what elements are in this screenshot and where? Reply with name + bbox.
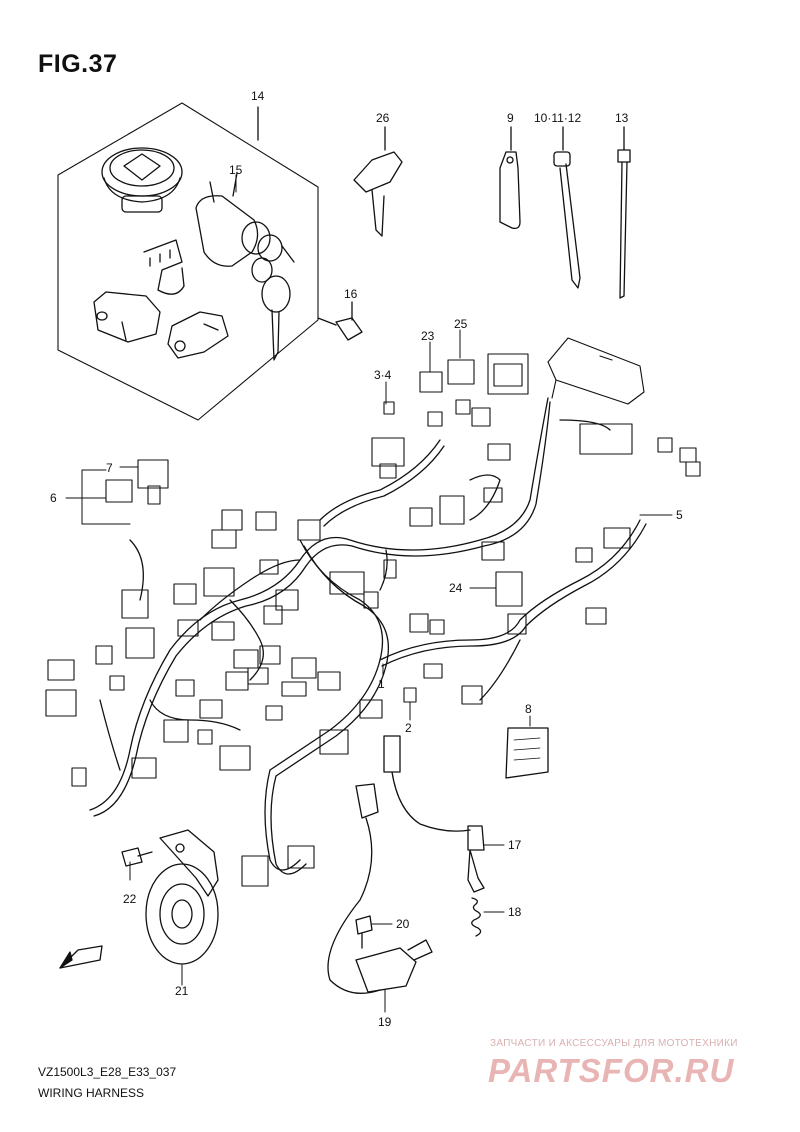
lock-bracket [143,239,185,295]
clamp-10-11-12 [553,126,581,289]
callout-6: 6 [50,491,57,505]
watermark-tagline: ЗАПЧАСТИ И АКСЕССУАРЫ ДЛЯ МОТОТЕХНИКИ [490,1038,738,1049]
harness-connectors [45,337,701,887]
watermark-logo: PARTSFOR.RU [488,1052,735,1089]
callout-2: 2 [405,721,412,735]
callout-21: 21 [175,984,189,998]
callout-3-4: 3·4 [374,368,392,382]
key-blank-26 [353,126,403,237]
fuel-cap-lock [101,147,183,213]
callout-15: 15 [229,163,243,177]
callout-8: 8 [525,702,532,716]
fwd-arrow-icon [59,945,103,969]
figure-caption: WIRING HARNESS [38,1086,145,1100]
callout-26: 26 [376,111,390,125]
callout-24: 24 [449,581,463,595]
figure-title: FIG.37 [38,50,118,78]
spring-18 [471,897,482,937]
screw-16 [317,301,363,341]
seat-lock [93,291,161,343]
horn-21 [145,829,219,965]
bolt-22 [121,847,153,867]
label-sticker-8 [505,727,549,779]
callout-9: 9 [507,111,514,125]
main-harness-1 [89,397,647,875]
callout-14: 14 [251,89,265,103]
callout-10-11-12: 10·11·12 [534,111,582,125]
callout-22: 22 [123,892,137,906]
callout-17: 17 [508,838,522,852]
switch-17 [383,735,485,893]
callout-20: 20 [396,917,410,931]
callout-16: 16 [344,287,358,301]
callout-7: 7 [106,461,113,475]
callout-5: 5 [676,508,683,522]
screw-20 [355,915,373,949]
callout-1: 1 [378,677,385,691]
switch-19 [327,783,433,994]
clamp-9 [499,126,521,230]
ignition-switch-15 [195,172,295,361]
callout-25: 25 [454,317,468,331]
connector-6-7-leaders [65,466,139,525]
helmet-lock [167,311,229,359]
callout-18: 18 [508,905,522,919]
figure-code: VZ1500L3_E28_E33_037 [38,1065,177,1079]
callout-23: 23 [421,329,435,343]
lock-set-kit-14 [57,102,319,421]
callout-leaders [129,174,673,1013]
callout-13: 13 [615,111,629,125]
callout-19: 19 [378,1015,392,1029]
cable-tie-13 [617,126,631,299]
